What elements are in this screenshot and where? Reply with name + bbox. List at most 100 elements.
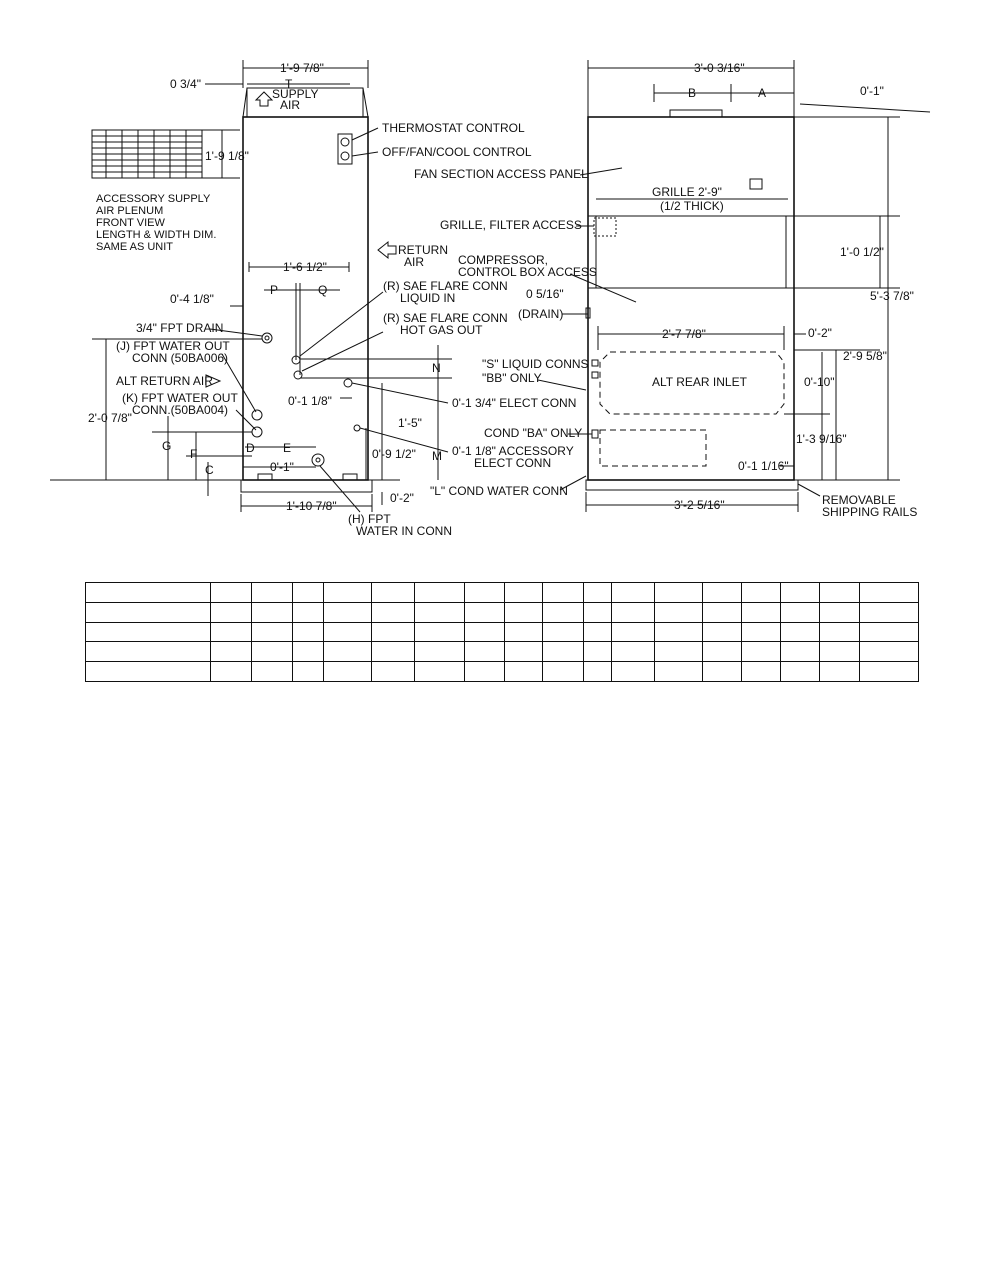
- r-liquid-label-2: LIQUID IN: [400, 291, 455, 305]
- table-cell: [818, 582, 860, 603]
- table-cell: [779, 601, 820, 623]
- table-cell: [582, 601, 612, 623]
- r-hotgas-label-1: (R) SAE FLARE CONN: [383, 311, 508, 325]
- table-cell: [542, 582, 584, 603]
- table-cell: [251, 641, 294, 663]
- h-01116: 0'-1 1/16": [738, 459, 789, 473]
- table-cell: [371, 601, 416, 623]
- front-view: 1'-9 7/8" 0 3/4" T SUPPLY AIR THERMOSTAT…: [50, 60, 576, 538]
- table-cell: [292, 621, 325, 643]
- table-cell: [504, 601, 544, 623]
- table-cell: [582, 582, 612, 603]
- front-top-width: 1'-9 7/8": [280, 61, 324, 75]
- table-cell: [464, 621, 506, 643]
- h-095: 0'-9 1/2": [372, 447, 416, 461]
- table-cell: [818, 621, 860, 643]
- table-cell: [779, 582, 820, 603]
- h-15: 1'-5": [398, 416, 422, 430]
- dim-b: B: [688, 86, 696, 100]
- table-cell: [740, 641, 781, 663]
- table-cell: [323, 621, 373, 643]
- base-width: 1'-10 7/8": [286, 499, 337, 513]
- total-height: 5'-3 7/8": [870, 289, 914, 303]
- rear-top-offset: 0'-1": [860, 84, 884, 98]
- r-hotgas-label-2: HOT GAS OUT: [400, 323, 483, 337]
- drain-label: 3/4" FPT DRAIN: [136, 321, 223, 335]
- table-cell: [701, 641, 742, 663]
- table-cell: [740, 582, 781, 603]
- h-13916: 1'-3 9/16": [796, 432, 847, 446]
- dimension-drawing: 1'-9 7/8" 0 3/4" T SUPPLY AIR THERMOSTAT…: [50, 60, 931, 538]
- j-out-label-2: CONN (50BA006): [132, 351, 228, 365]
- dim-n: N: [432, 361, 441, 375]
- table-cell: [84, 582, 212, 603]
- table-cell: [858, 582, 920, 603]
- k-out-label-1: (K) FPT WATER OUT: [122, 391, 238, 405]
- table-cell: [653, 601, 703, 623]
- table-cell: [414, 621, 466, 643]
- table-cell: [582, 641, 612, 663]
- dim-g: G: [162, 439, 171, 453]
- table-cell: [701, 601, 742, 623]
- table-cell: [504, 582, 544, 603]
- grille-thick: (1/2 THICK): [660, 199, 724, 213]
- table-cell: [504, 661, 544, 682]
- table-cell: [504, 621, 544, 643]
- rear-drain-label: (DRAIN): [518, 307, 563, 321]
- height-total: 2'-0 7/8": [88, 411, 132, 425]
- off-fan-cool-label: OFF/FAN/COOL CONTROL: [382, 145, 532, 159]
- table-cell: [210, 601, 253, 623]
- fan-panel-label: FAN SECTION ACCESS PANEL: [414, 167, 588, 181]
- table-cell: [858, 661, 920, 682]
- table-cell: [653, 582, 703, 603]
- table-cell: [701, 621, 742, 643]
- table-cell: [582, 661, 612, 682]
- dim-e: E: [283, 441, 291, 455]
- alt-return-label: ALT RETURN AIR: [116, 374, 213, 388]
- rear-right-offset: 0'-2": [808, 326, 832, 340]
- table-cell: [292, 641, 325, 663]
- plenum-note-1: ACCESSORY SUPPLY: [96, 193, 211, 205]
- grille-label: GRILLE 2'-9": [652, 185, 722, 199]
- table-cell: [210, 641, 253, 663]
- liquid-conns-label-2: "BB" ONLY: [482, 371, 542, 385]
- table-cell: [779, 661, 820, 682]
- table-cell: [858, 641, 920, 663]
- table-cell: [84, 641, 212, 663]
- table-cell: [858, 621, 920, 643]
- table-cell: [464, 641, 506, 663]
- grille-hatch: [593, 217, 617, 237]
- width-inner: 1'-6 1/2": [283, 260, 327, 274]
- supply-air-label-2: AIR: [280, 98, 300, 112]
- table-cell: [610, 621, 655, 643]
- h-water-label-2: WATER IN CONN: [356, 524, 452, 538]
- table-cell: [701, 661, 742, 682]
- table-cell: [84, 621, 212, 643]
- thermostat-label: THERMOSTAT CONTROL: [382, 121, 525, 135]
- h-water-label-1: (H) FPT: [348, 512, 391, 526]
- table-cell: [292, 582, 325, 603]
- acc-elect-label-1: 0'-1 1/8" ACCESSORY: [452, 444, 574, 458]
- cond-ba-label: COND "BA" ONLY: [484, 426, 582, 440]
- compressor-label-2: CONTROL BOX ACCESS: [458, 265, 597, 279]
- liquid-conns-label-1: "S" LIQUID CONNS: [482, 357, 589, 371]
- plenum-note-4: LENGTH & WIDTH DIM.: [96, 229, 216, 241]
- table-cell: [464, 661, 506, 682]
- rails-label-1: REMOVABLE: [822, 493, 896, 507]
- rear-view: 3'-0 3/16" B A 0'-1" FAN SECTION ACCESS …: [414, 60, 931, 519]
- return-air-label-2: AIR: [404, 255, 424, 269]
- front-left-offset: 0 3/4": [170, 77, 201, 91]
- table-cell: [542, 661, 584, 682]
- table-cell: [542, 641, 584, 663]
- dim-f: F: [190, 447, 197, 461]
- table-cell: [542, 621, 584, 643]
- dim-p: P: [270, 283, 278, 297]
- table-cell: [653, 621, 703, 643]
- table-cell: [701, 582, 742, 603]
- table-cell: [414, 661, 466, 682]
- table-cell: [323, 601, 373, 623]
- table-row: [84, 601, 920, 623]
- table-cell: [858, 601, 920, 623]
- table-cell: [653, 661, 703, 682]
- dim-q: Q: [318, 283, 327, 297]
